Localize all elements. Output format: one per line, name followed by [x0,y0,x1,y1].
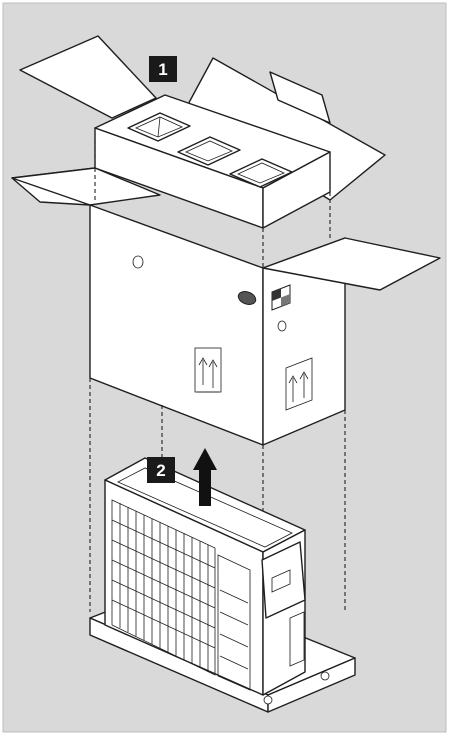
step-badge-2-label: 2 [156,461,165,480]
pallet-hole [321,672,329,680]
step-badge-1: 1 [149,56,177,82]
hand-hole-side [278,321,286,331]
hand-hole-left [133,256,143,268]
step-badge-2: 2 [147,457,175,483]
pallet-hole [264,696,272,704]
step-badge-1-label: 1 [158,60,167,79]
